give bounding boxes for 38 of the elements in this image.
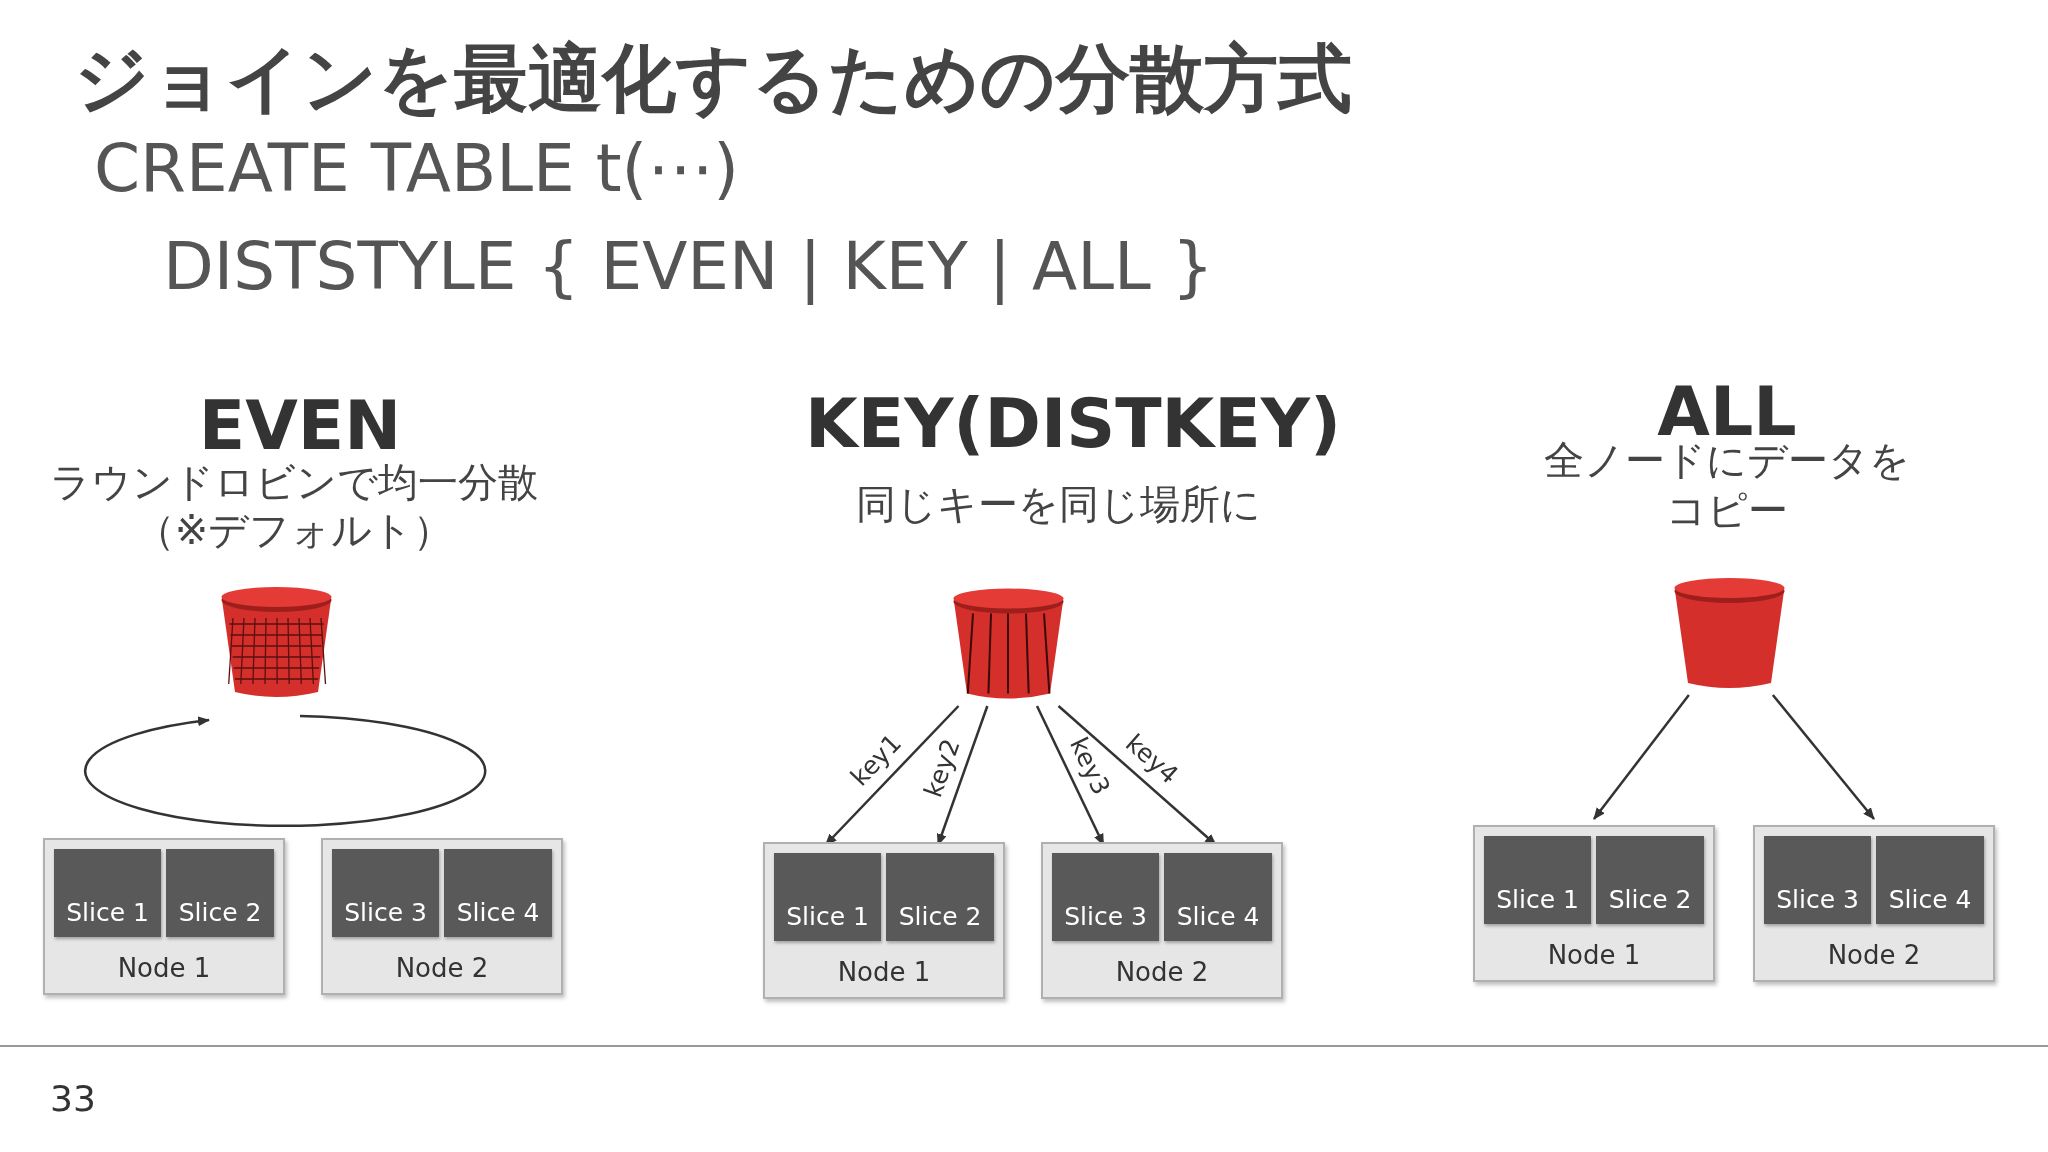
node-label: Node 1 (116, 953, 212, 983)
node-label: Node 2 (1114, 957, 1210, 987)
code-line: DISTSTYLE { EVEN | KEY | ALL } (163, 228, 1214, 305)
slice-box: Slice 2 (1596, 836, 1704, 924)
node-box (321, 838, 563, 995)
slice-box: Slice 2 (166, 849, 274, 937)
section-description: コピー (1666, 486, 1788, 535)
node-box (43, 838, 285, 995)
edge-label: key2 (918, 735, 966, 802)
slice-box: Slice 1 (1484, 836, 1591, 924)
node-box (1753, 825, 1995, 982)
title: ジョインを最適化するための分散方式 (74, 34, 1352, 123)
node-label: Node 1 (836, 957, 932, 987)
bucket-icon (1672, 575, 1787, 690)
section-heading: KEY(DISTKEY) (805, 384, 1341, 463)
node-label: Node 1 (1546, 940, 1642, 970)
arrow (1593, 694, 1690, 820)
section-description: （※デフォルト） (134, 506, 454, 555)
slice-box: Slice 4 (1876, 836, 1984, 924)
node-box (763, 842, 1005, 999)
slice-box: Slice 2 (886, 853, 994, 941)
slice-box: Slice 3 (1764, 836, 1871, 924)
node-label: Node 2 (1826, 940, 1922, 970)
node-box (1041, 842, 1283, 999)
bucket-icon (219, 584, 334, 699)
slice-box: Slice 4 (444, 849, 552, 937)
slice-box: Slice 1 (54, 849, 161, 937)
arrow (1771, 694, 1875, 820)
node-box (1473, 825, 1715, 982)
slice-box: Slice 4 (1164, 853, 1272, 941)
section-description: 同じキーを同じ場所に (855, 480, 1261, 529)
edge-label: key3 (1064, 732, 1117, 800)
code-line: CREATE TABLE t(⋯) (94, 130, 740, 207)
slice-box: Slice 3 (1052, 853, 1159, 941)
node-label: Node 2 (394, 953, 490, 983)
page-number: 33 (50, 1078, 96, 1119)
slice-box: Slice 3 (332, 849, 439, 937)
slice-box: Slice 1 (774, 853, 881, 941)
